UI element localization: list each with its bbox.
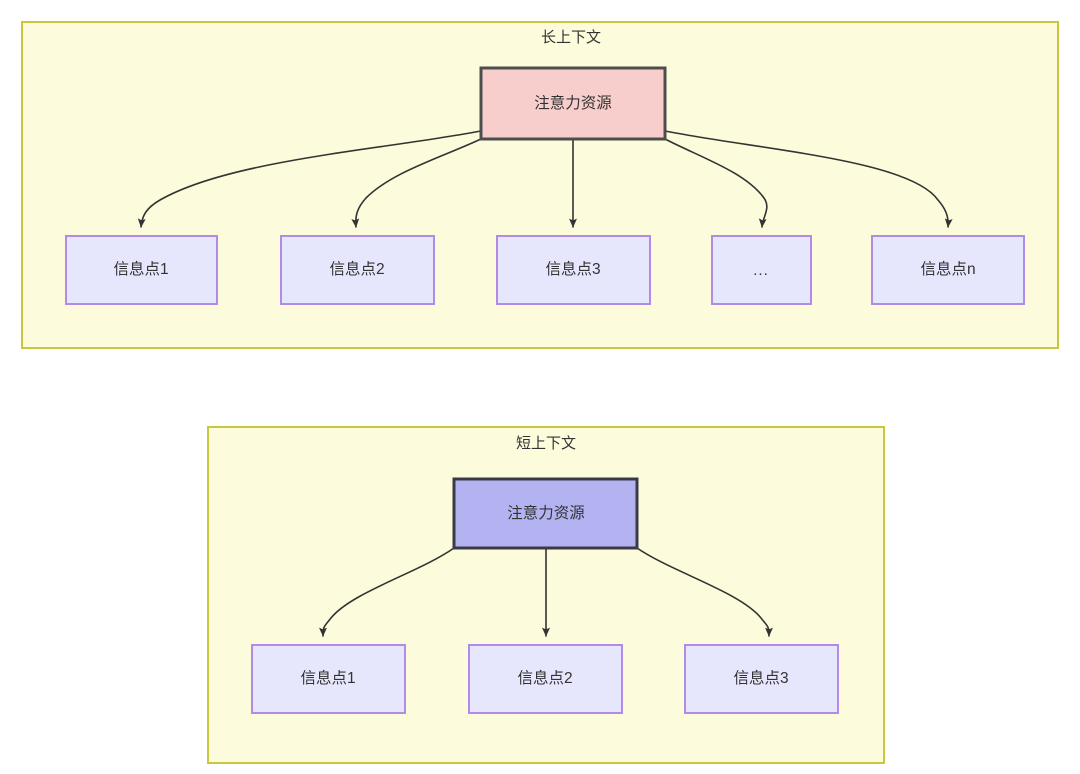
node-rect-info-point-ellipsis-long[interactable] xyxy=(711,235,812,305)
node-label-attention-resource-short: 注意力资源 xyxy=(507,503,585,522)
node-info-point-ellipsis-long[interactable]: ... xyxy=(711,235,812,305)
node-info-point-2-long[interactable]: 信息点2 xyxy=(280,235,435,305)
group-long-context: 长上下文 注意力资源 信息点1 信息点2 xyxy=(21,21,1059,349)
node-rect-info-point-n-long[interactable] xyxy=(871,235,1025,305)
edge-group-short-context xyxy=(319,547,773,637)
edge-root-to-info-n xyxy=(664,130,953,228)
node-rect-attention-resource-long[interactable] xyxy=(479,66,667,141)
node-attention-resource-short[interactable]: 注意力资源 xyxy=(452,477,639,550)
node-rect-info-point-2-short[interactable] xyxy=(468,644,623,714)
node-label-info-point-2-long: 信息点2 xyxy=(329,260,384,278)
node-label-info-point-ellipsis-long: ... xyxy=(753,262,769,279)
node-label-info-point-3-short: 信息点3 xyxy=(733,669,788,687)
group-short-context: 短上下文 注意力资源 信息点1 信息点2 信息点3 xyxy=(207,426,885,764)
node-info-point-1-long[interactable]: 信息点1 xyxy=(65,235,218,305)
edge-root-to-info-1-short xyxy=(319,547,455,637)
node-rect-info-point-3-short[interactable] xyxy=(684,644,839,714)
node-attention-resource-long[interactable]: 注意力资源 xyxy=(479,66,667,141)
node-info-point-1-short[interactable]: 信息点1 xyxy=(251,644,406,714)
node-info-point-3-long[interactable]: 信息点3 xyxy=(496,235,651,305)
node-info-point-3-short[interactable]: 信息点3 xyxy=(684,644,839,714)
node-rect-info-point-1-long[interactable] xyxy=(65,235,218,305)
edge-group-long-context xyxy=(137,130,953,228)
edge-root-to-info-1 xyxy=(137,130,482,228)
node-label-info-point-n-long: 信息点n xyxy=(920,260,975,278)
node-info-point-n-long[interactable]: 信息点n xyxy=(871,235,1025,305)
edge-root-to-info-3-short xyxy=(636,547,773,637)
node-rect-attention-resource-short[interactable] xyxy=(452,477,639,550)
node-label-attention-resource-long: 注意力资源 xyxy=(534,93,612,112)
node-info-point-2-short[interactable]: 信息点2 xyxy=(468,644,623,714)
node-label-info-point-1-short: 信息点1 xyxy=(300,669,355,687)
node-rect-info-point-1-short[interactable] xyxy=(251,644,406,714)
node-label-info-point-2-short: 信息点2 xyxy=(517,669,572,687)
group-title-long-context: 长上下文 xyxy=(541,29,601,46)
edge-root-to-info-2 xyxy=(351,138,482,228)
node-label-info-point-1-long: 信息点1 xyxy=(113,260,168,278)
node-rect-info-point-2-long[interactable] xyxy=(280,235,435,305)
node-label-info-point-3-long: 信息点3 xyxy=(545,260,600,278)
edge-root-to-info-ellipsis xyxy=(664,138,768,228)
group-title-short-context: 短上下文 xyxy=(516,435,576,452)
node-rect-info-point-3-long[interactable] xyxy=(496,235,651,305)
